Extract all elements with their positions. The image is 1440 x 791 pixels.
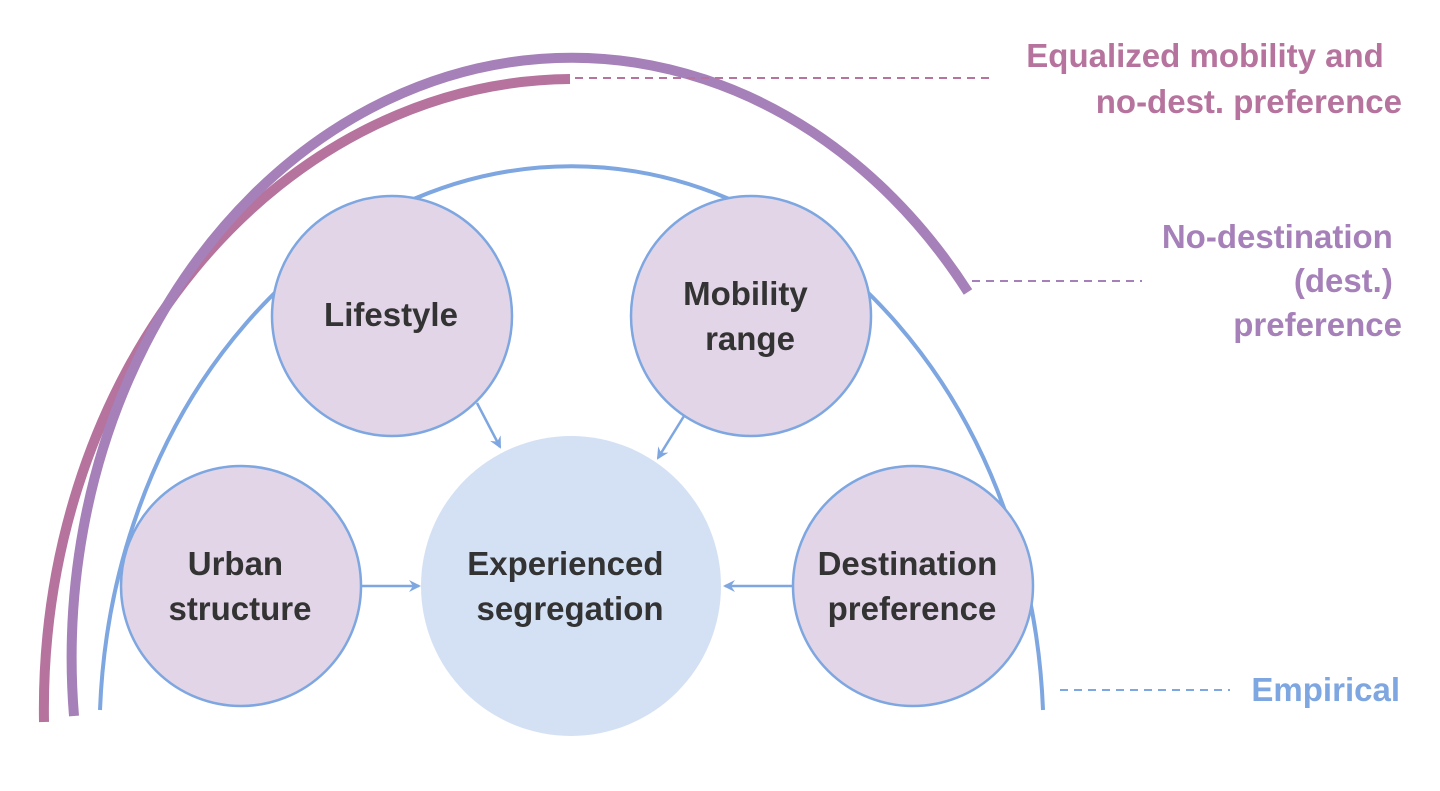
lifestyle-arrow xyxy=(475,402,502,449)
lifestyle-label: Lifestyle xyxy=(324,296,458,333)
mobility-arrow xyxy=(656,415,686,460)
destination-node xyxy=(791,464,1035,708)
center-node xyxy=(421,436,721,736)
mobility-label: Mobility range xyxy=(683,275,817,357)
empirical-scenario-label: Empirical xyxy=(1251,671,1400,708)
urban-label: Urban structure xyxy=(168,545,311,627)
mobility-node xyxy=(629,194,873,438)
lifestyle-node xyxy=(270,194,514,438)
destination-label: Destination preference xyxy=(818,545,1007,627)
equalized-scenario-label: Equalized mobility and no-dest. preferen… xyxy=(1026,37,1402,120)
urban-node xyxy=(119,464,363,708)
center-label: Experienced segregation xyxy=(467,545,672,627)
empirical-arc xyxy=(98,164,1045,711)
nodest-scenario-label: No-destination (dest.) preference xyxy=(1162,218,1402,343)
nodest-arc xyxy=(66,52,973,717)
